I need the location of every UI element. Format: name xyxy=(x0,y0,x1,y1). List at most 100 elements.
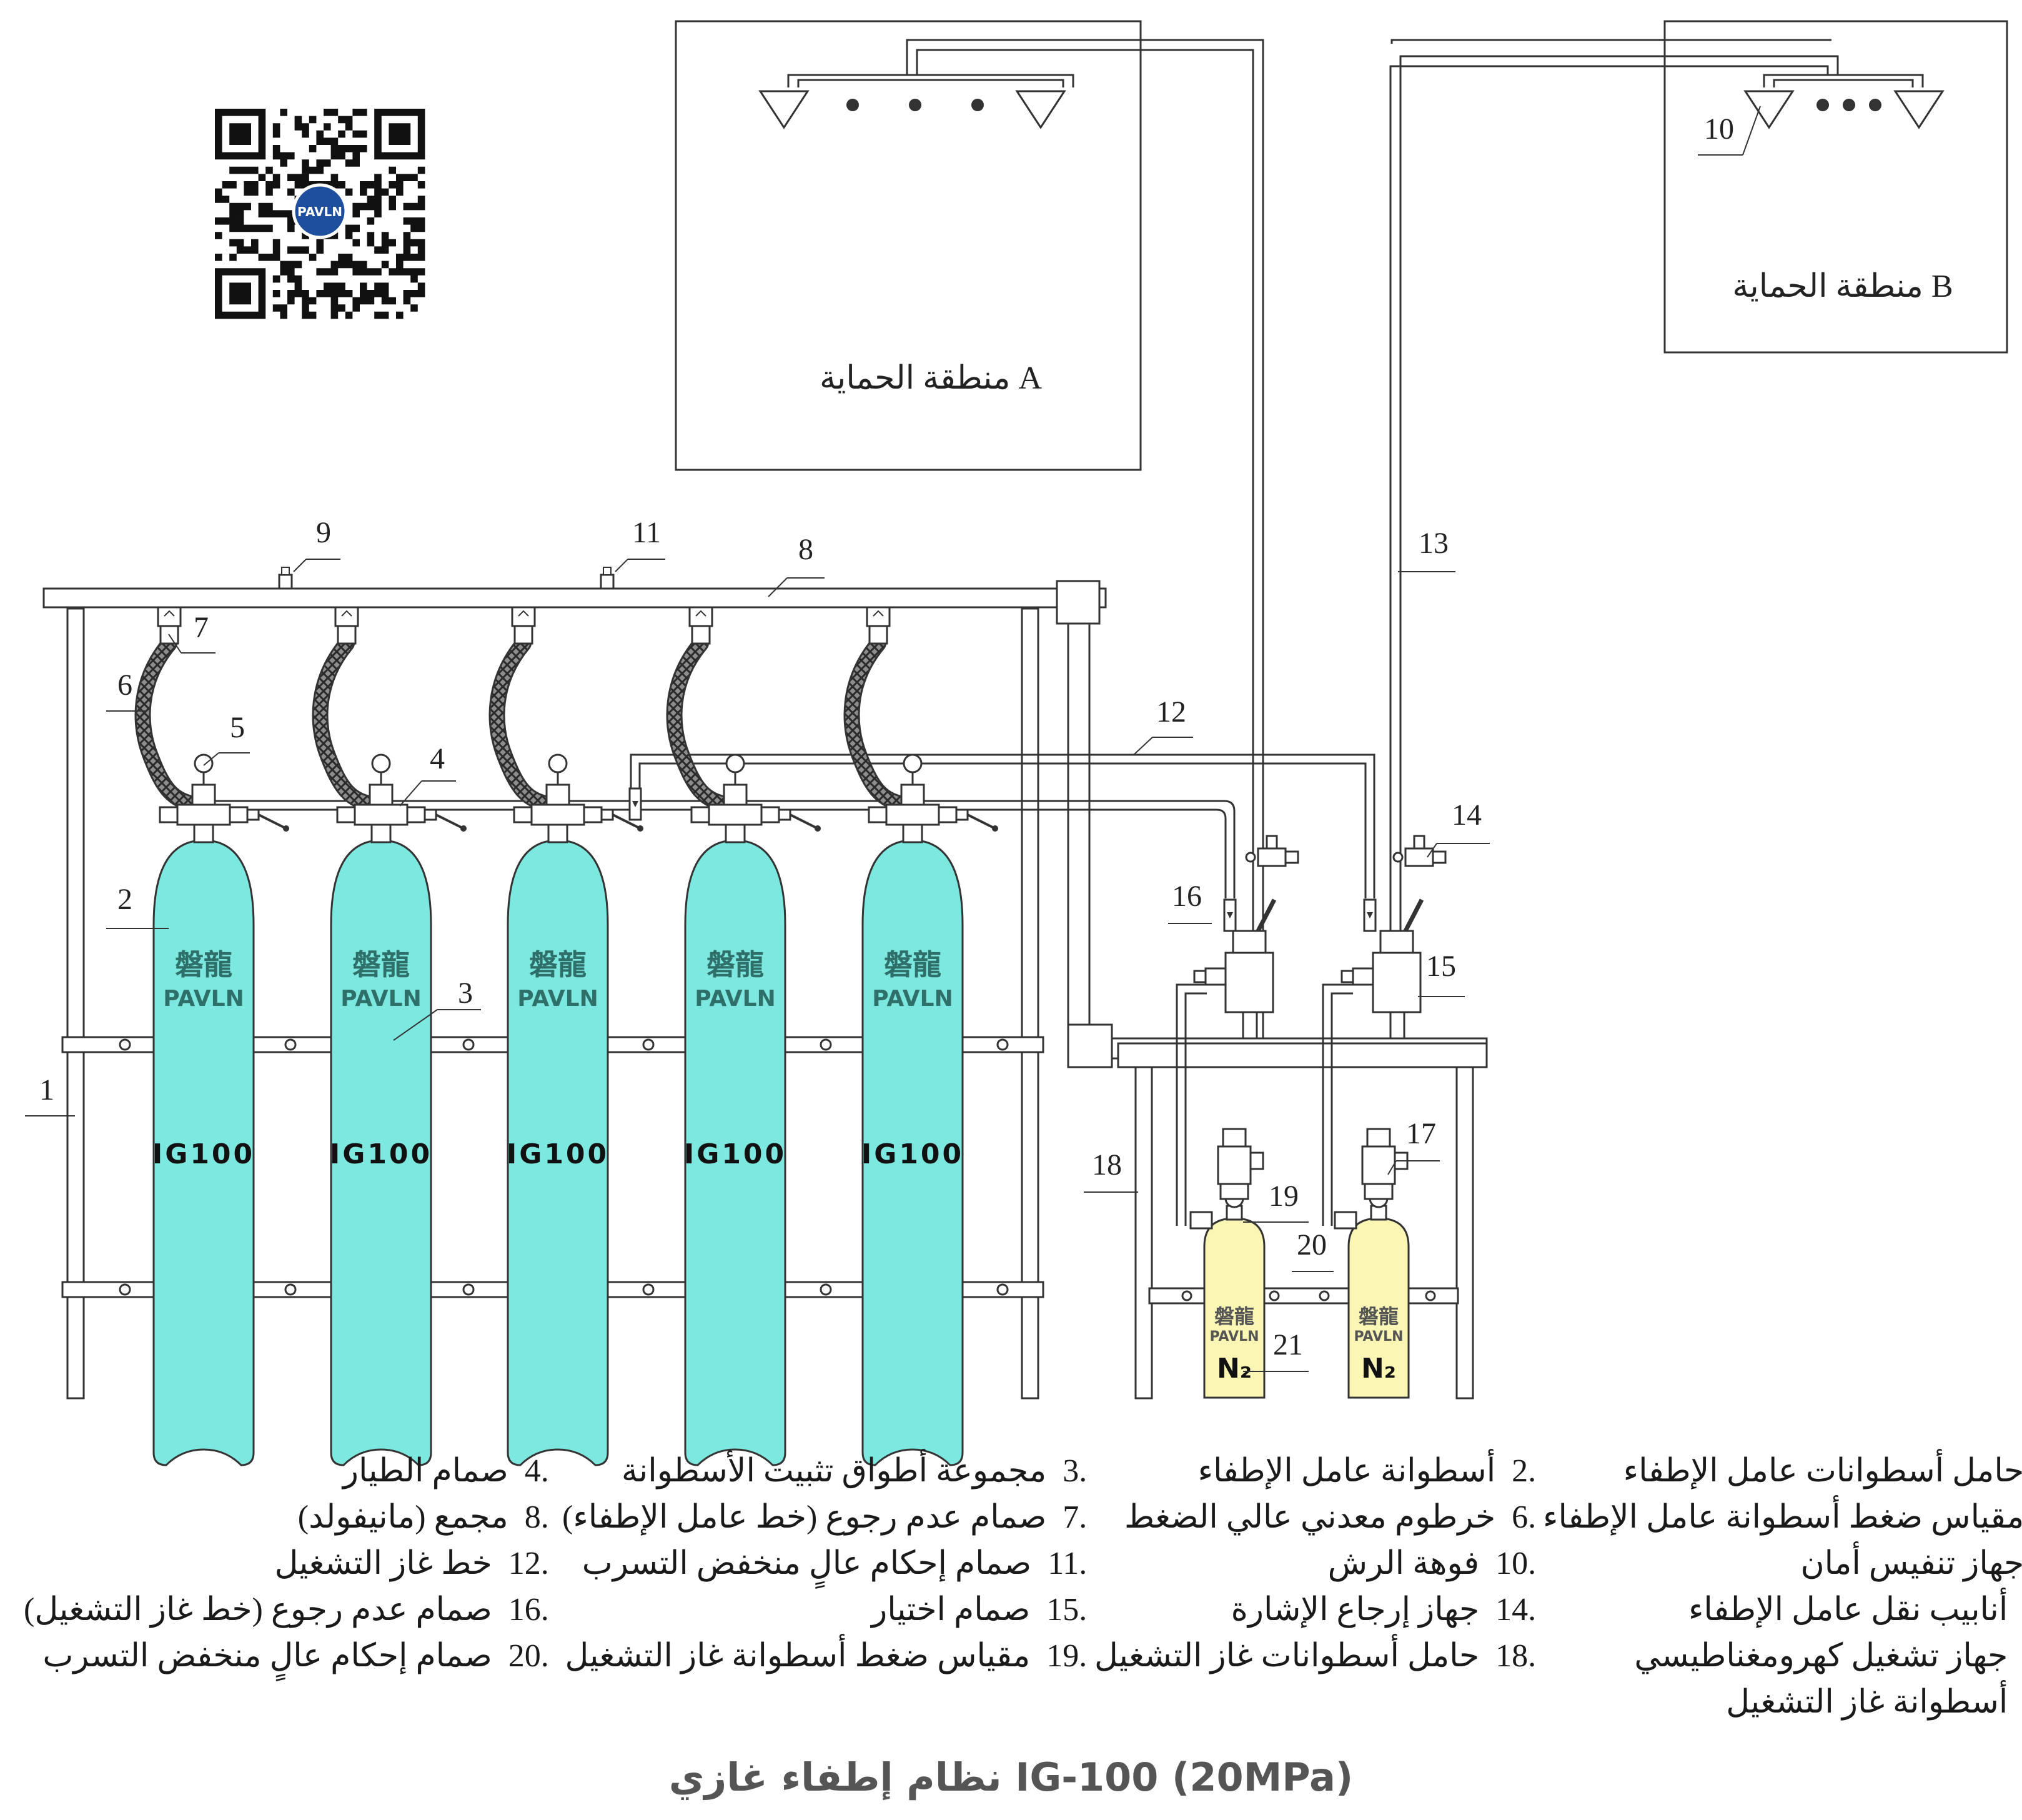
rack-bolt xyxy=(462,1283,475,1296)
callout-number: 12 xyxy=(1156,695,1186,728)
legend-text: صمام اختيار xyxy=(871,1592,1031,1628)
brand-cn: 磐龍 xyxy=(352,948,410,982)
legend-item: 16. صمام عدم رجوع (خط غاز التشغيل) xyxy=(24,1587,549,1633)
low-leak-seal-valve-pilot xyxy=(1334,1211,1357,1230)
legend-number: 7. xyxy=(1063,1499,1088,1535)
nozzle-dot xyxy=(1869,99,1881,111)
legend-number: 16. xyxy=(508,1592,549,1628)
callout-5: 5 xyxy=(203,711,250,766)
callout-21: 21 xyxy=(1243,1328,1309,1372)
legend-item: 13.أنابيب نقل عامل الإطفاء xyxy=(1543,1587,2022,1633)
leader-line xyxy=(615,559,628,572)
legend-text: مجموعة أطواق تثبيت الأسطوانة xyxy=(621,1453,1047,1489)
legend-item: 5.مقياس ضغط أسطوانة عامل الإطفاء xyxy=(1543,1494,2022,1541)
callout-number: 13 xyxy=(1419,527,1449,560)
pilot-cylinder-rack xyxy=(1117,1042,1488,1400)
zone-a-piping xyxy=(787,39,1264,1050)
check-valve-agent-line xyxy=(157,606,182,645)
callout-number: 2 xyxy=(117,883,132,916)
callout-2: 2 xyxy=(106,883,169,929)
legend-item: 4.صمام الطيار xyxy=(24,1448,549,1494)
legend-text: مقياس ضغط أسطوانة غاز التشغيل xyxy=(565,1638,1031,1674)
leader-line xyxy=(168,634,182,654)
electromagnetic-actuator xyxy=(1217,1128,1264,1200)
legend-item: 18. حامل أسطوانات غاز التشغيل xyxy=(1094,1633,1536,1679)
agent-label: IG100 xyxy=(507,1138,609,1170)
legend-text: حامل أسطوانات غاز التشغيل xyxy=(1094,1638,1480,1674)
brand-en: PAVLN xyxy=(1209,1329,1259,1345)
pilot-check-valve xyxy=(1223,898,1237,932)
brand-cn: 磐龍 xyxy=(1359,1305,1399,1328)
leader-line xyxy=(1133,737,1153,755)
qr-code: PAVLN xyxy=(215,109,425,319)
legend-item: 10.فوهة الرش xyxy=(1094,1541,1536,1587)
legend-text: جهاز إرجاع الإشارة xyxy=(1231,1592,1480,1628)
legend-column-1: 1.حامل أسطوانات عامل الإطفاء5.مقياس ضغط … xyxy=(1543,1448,2022,1726)
rack-bolt xyxy=(119,1283,131,1296)
legend-number: 18. xyxy=(1495,1638,1537,1674)
legend-item: 8.مجمع (مانيفولد) xyxy=(24,1494,549,1541)
rack-bolt xyxy=(284,1283,297,1296)
legend-text: صمام عدم رجوع (خط غاز التشغيل) xyxy=(24,1592,492,1628)
callout-number: 10 xyxy=(1704,112,1734,146)
legend-item: 14.جهاز إرجاع الإشارة xyxy=(1094,1587,1537,1633)
hose-braid xyxy=(490,637,558,811)
brand-cn: 磐龍 xyxy=(529,948,587,982)
legend-item: 21.أسطوانة غاز التشغيل xyxy=(1543,1679,2022,1726)
callout-10: 10 xyxy=(1698,106,1761,156)
low-leak-seal-valve-pilot xyxy=(1189,1211,1213,1230)
zone-b-label: منطقة الحماية B xyxy=(1732,269,1953,304)
legend-item: 12.خط غاز التشغيل xyxy=(24,1541,549,1587)
electromagnetic-actuator xyxy=(1361,1128,1409,1200)
brand-cn: 磐龍 xyxy=(1214,1305,1254,1328)
legend-text: أسطوانة عامل الإطفاء xyxy=(1197,1453,1496,1489)
zone-b-piping xyxy=(1389,39,1924,1050)
nozzle-dot xyxy=(846,99,859,111)
legend-text: جهاز تنفيس أمان xyxy=(1800,1546,2022,1581)
rack-bolt xyxy=(1319,1290,1330,1301)
callout-16: 16 xyxy=(1168,880,1212,924)
callout-13: 13 xyxy=(1398,527,1455,572)
callout-number: 16 xyxy=(1172,880,1202,913)
callout-19: 19 xyxy=(1243,1180,1309,1223)
legend-item: 9.جهاز تنفيس أمان xyxy=(1543,1541,2022,1587)
hose-braid xyxy=(668,637,735,811)
callout-number: 11 xyxy=(632,516,661,549)
legend-text: صمام عدم رجوع (خط عامل الإطفاء) xyxy=(562,1499,1047,1535)
legend-item: 3.مجموعة أطواق تثبيت الأسطوانة xyxy=(562,1448,1087,1494)
callout-12: 12 xyxy=(1133,695,1193,755)
rack-bolt xyxy=(1269,1290,1280,1301)
callout-8: 8 xyxy=(768,533,825,597)
hose-braid xyxy=(314,637,381,811)
rack-bolt xyxy=(1181,1290,1192,1301)
legend-text: صمام إحكام عالٍ منخفض التسرب xyxy=(42,1638,492,1674)
pilot-check-valve xyxy=(1363,898,1377,932)
legend-text: مقياس ضغط أسطوانة عامل الإطفاء xyxy=(1543,1499,2022,1535)
legend-number: 4. xyxy=(524,1453,549,1489)
legend-number: 19. xyxy=(1046,1638,1088,1674)
check-valve-agent-line xyxy=(334,606,359,645)
brand-en: PAVLN xyxy=(872,986,953,1012)
callout-number: 14 xyxy=(1452,798,1482,832)
legend-item: 7. صمام عدم رجوع (خط عامل الإطفاء) xyxy=(562,1494,1087,1541)
pilot-label: N₂ xyxy=(1361,1353,1396,1385)
callout-number: 7 xyxy=(194,611,209,644)
rack-bolt xyxy=(284,1038,297,1051)
rack-bolt xyxy=(642,1283,655,1296)
callout-number: 3 xyxy=(458,977,473,1010)
legend-text: أنابيب نقل عامل الإطفاء xyxy=(1688,1592,2008,1628)
brand-cn: 磐龍 xyxy=(706,948,764,982)
callout-17: 17 xyxy=(1387,1117,1440,1175)
callout-6: 6 xyxy=(106,669,147,712)
legend-text: فوهة الرش xyxy=(1327,1546,1480,1581)
qr-logo-text: PAVLN xyxy=(297,204,342,219)
brand-en: PAVLN xyxy=(163,986,244,1012)
legend-item: 19. مقياس ضغط أسطوانة غاز التشغيل xyxy=(562,1633,1087,1679)
rack-bolt xyxy=(119,1038,131,1051)
rack-bolt xyxy=(820,1283,832,1296)
